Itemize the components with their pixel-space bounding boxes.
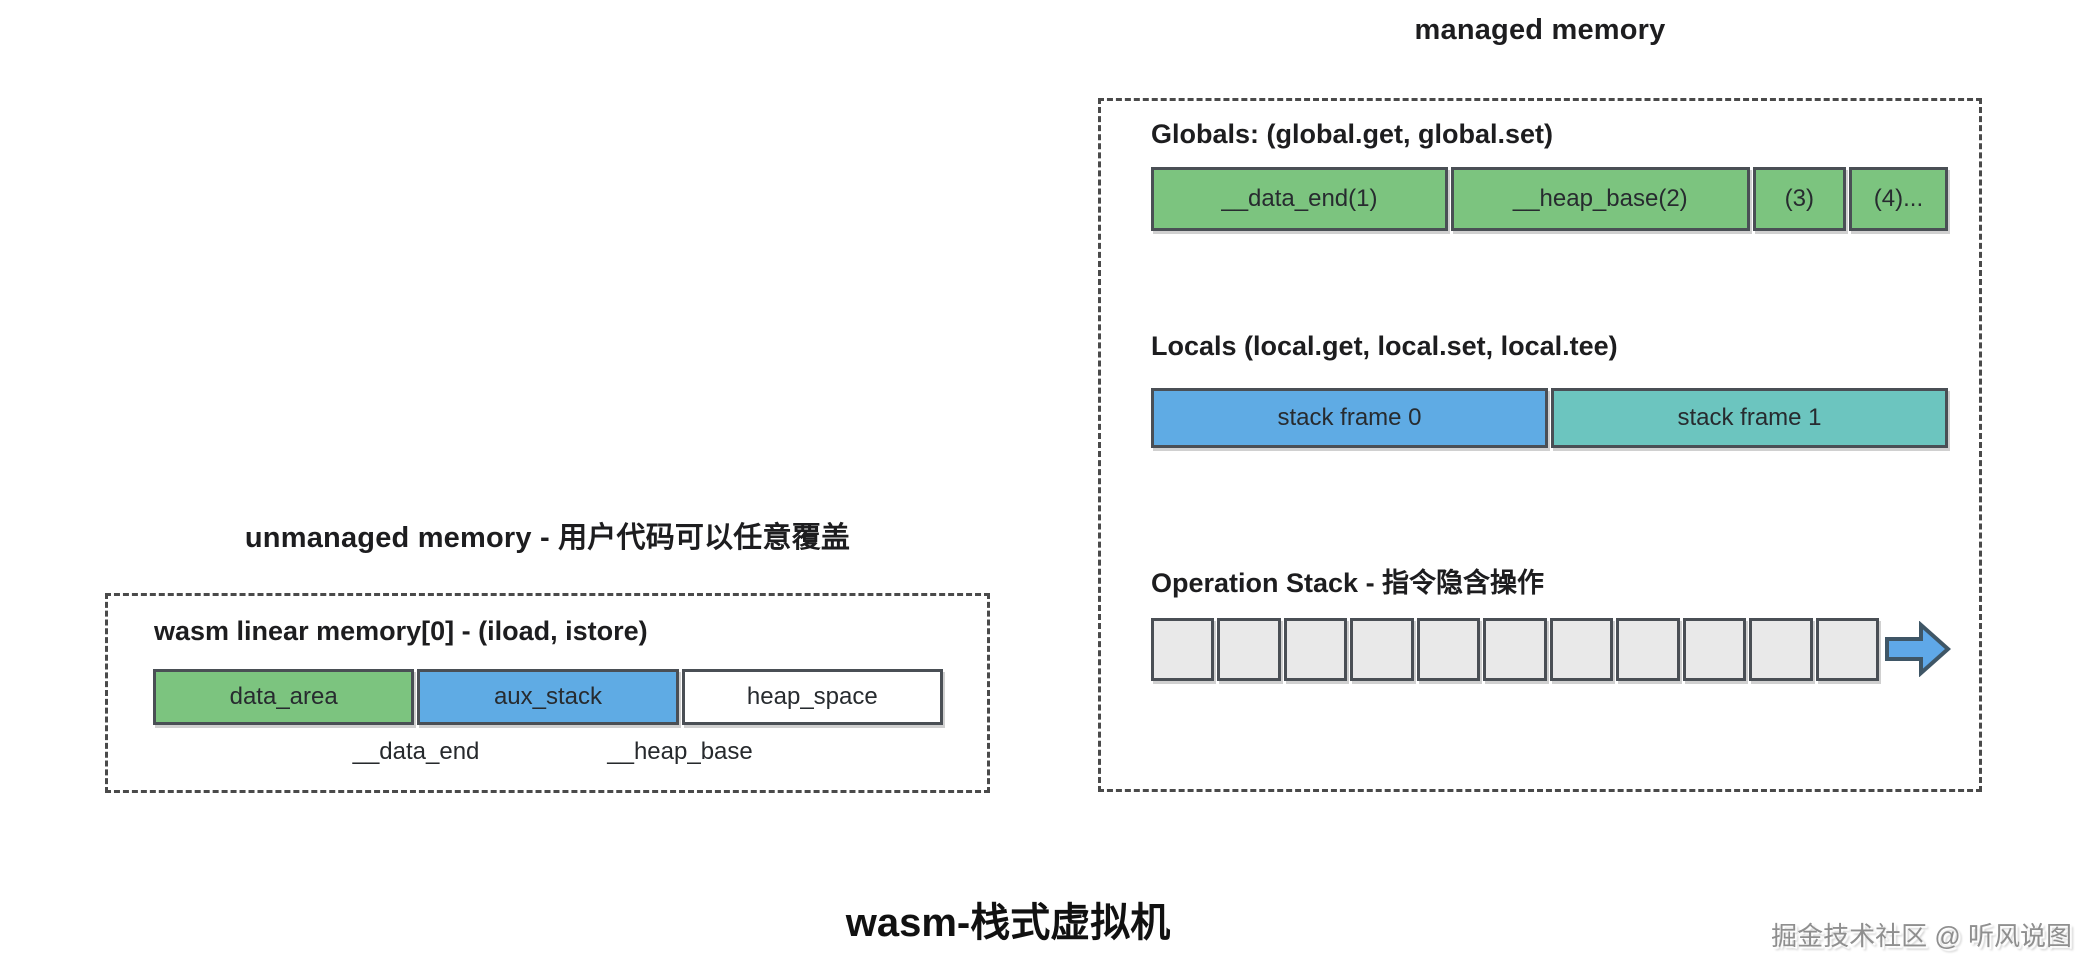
unmanaged-memory-box: wasm linear memory[0] - (iload, istore) … bbox=[105, 593, 990, 793]
op-stack-slot bbox=[1483, 618, 1547, 681]
watermark: 掘金技术社区 @ 听风说图 bbox=[1771, 921, 2072, 951]
op-stack-slot bbox=[1616, 618, 1680, 681]
op-stack-slot bbox=[1815, 618, 1879, 681]
op-stack-slot bbox=[1682, 618, 1747, 681]
memory-segment-heap-space: heap_space bbox=[681, 669, 943, 725]
op-stack-slot bbox=[1283, 618, 1348, 681]
pointer-label-heap-base: __heap_base bbox=[607, 738, 753, 765]
pointer-label-data-end: __data_end bbox=[352, 738, 480, 765]
managed-memory-title: managed memory bbox=[1414, 14, 1666, 46]
right-block-arrow-icon bbox=[1885, 621, 1951, 677]
globals-segment-3: (3) bbox=[1752, 167, 1846, 231]
operation-stack-row bbox=[1151, 618, 1879, 681]
managed-memory-box: Globals: (global.get, global.set) __data… bbox=[1098, 98, 1982, 792]
globals-row: __data_end(1) __heap_base(2) (3) (4)... bbox=[1151, 167, 1948, 231]
locals-segment-stack-frame-0: stack frame 0 bbox=[1151, 388, 1548, 448]
linear-memory-heading: wasm linear memory[0] - (iload, istore) bbox=[154, 616, 648, 646]
locals-heading: Locals (local.get, local.set, local.tee) bbox=[1151, 331, 1618, 361]
op-stack-slot bbox=[1350, 618, 1414, 681]
op-stack-slot bbox=[1217, 618, 1281, 681]
locals-row: stack frame 0 stack frame 1 bbox=[1151, 388, 1948, 448]
linear-memory-row: data_area aux_stack heap_space bbox=[153, 669, 943, 725]
globals-heading: Globals: (global.get, global.set) bbox=[1151, 119, 1554, 149]
locals-segment-stack-frame-1: stack frame 1 bbox=[1551, 388, 1948, 448]
globals-segment-heap-base: __heap_base(2) bbox=[1450, 167, 1750, 231]
memory-segment-data-area: data_area bbox=[153, 669, 415, 725]
diagram-title: wasm-栈式虚拟机 bbox=[845, 901, 1171, 945]
unmanaged-memory-title: unmanaged memory - 用户代码可以任意覆盖 bbox=[244, 522, 851, 554]
op-stack-slot bbox=[1151, 618, 1215, 681]
op-stack-slot bbox=[1549, 618, 1614, 681]
memory-segment-aux-stack: aux_stack bbox=[417, 669, 679, 725]
operation-stack-heading: Operation Stack - 指令隐含操作 bbox=[1151, 568, 1545, 598]
globals-segment-4: (4)... bbox=[1848, 167, 1948, 231]
globals-segment-data-end: __data_end(1) bbox=[1151, 167, 1448, 231]
op-stack-slot bbox=[1416, 618, 1481, 681]
op-stack-slot bbox=[1749, 618, 1813, 681]
